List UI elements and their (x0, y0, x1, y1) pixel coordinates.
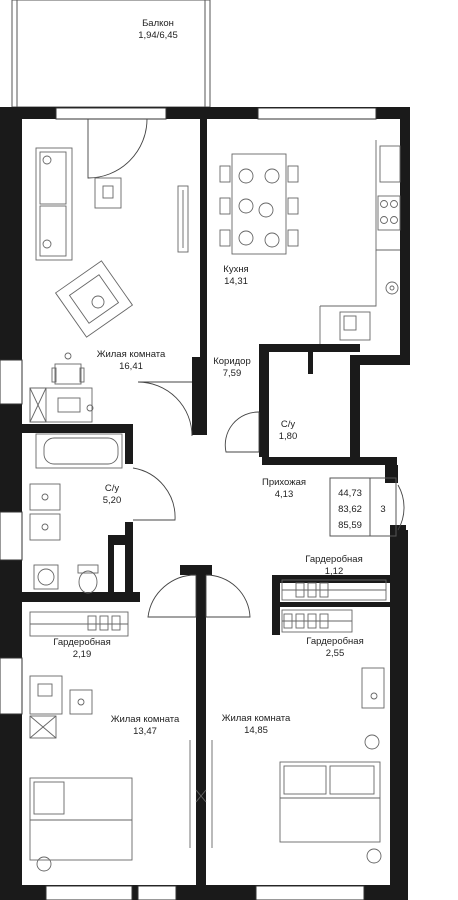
wardrobe-1-name: Гардеробная (305, 554, 362, 565)
dresser-icon (361, 667, 385, 709)
bath-name: С/у (105, 483, 120, 494)
interior-walls (22, 119, 392, 885)
kitchen-name: Кухня (223, 264, 248, 275)
bathtub-icon (35, 433, 123, 469)
sliding-door-icon (189, 740, 213, 848)
kitchen-area: 14,31 (224, 276, 248, 287)
living-1-name: Жилая комната (97, 349, 166, 360)
corridor-area: 7,59 (223, 368, 242, 379)
room-count: 3 (380, 504, 385, 515)
wardrobe-rail-icon (29, 611, 129, 637)
washbasin-icon (29, 483, 61, 541)
balcony (11, 0, 211, 108)
hall-area: 4,13 (275, 489, 294, 500)
cooktop-icon (377, 195, 401, 231)
living-3-name: Жилая комната (222, 713, 291, 724)
wardrobe-2-area: 2,55 (326, 648, 345, 659)
tv-stand-icon (177, 185, 189, 253)
hall-name: Прихожая (262, 477, 306, 488)
total-area-with-balcony: 85,59 (338, 520, 362, 531)
wc-1-name: С/у (281, 419, 296, 430)
living-1-area: 16,41 (119, 361, 143, 372)
washing-machine-icon (33, 564, 59, 590)
balcony-area: 1,94/6,45 (138, 30, 178, 41)
work-desk-icon (29, 675, 93, 739)
doors (87, 118, 405, 618)
wardrobe-shelves-icon (281, 579, 387, 633)
wardrobe-2-name: Гардеробная (306, 636, 363, 647)
balcony-name: Балкон (142, 18, 174, 29)
bed-icon (29, 777, 133, 872)
windows (0, 107, 377, 900)
double-bed-icon (279, 734, 382, 864)
living-2-name: Жилая комната (111, 714, 180, 725)
wardrobe-1-area: 1,12 (325, 566, 344, 577)
coffee-table-icon (94, 177, 122, 209)
bath-area: 5,20 (103, 495, 122, 506)
living-area-total: 44,73 (338, 488, 362, 499)
toilet-icon (77, 564, 99, 594)
sink-icon (339, 281, 399, 341)
total-area: 83,62 (338, 504, 362, 515)
kitchen-counter-icon (319, 140, 401, 344)
sofa-icon (35, 147, 73, 261)
living-2-area: 13,47 (133, 726, 157, 737)
desk-icon (29, 387, 94, 423)
armchair-icon (54, 260, 134, 338)
dining-table-icon (219, 153, 299, 255)
living-3-area: 14,85 (244, 725, 268, 736)
chair-icon (51, 352, 85, 385)
totals-box: 44,73 83,62 85,59 3 (329, 477, 397, 537)
wardrobe-3-name: Гардеробная (53, 637, 110, 648)
wc-1-area: 1,80 (279, 431, 298, 442)
corridor-name: Коридор (213, 356, 251, 367)
wardrobe-3-area: 2,19 (73, 649, 92, 660)
